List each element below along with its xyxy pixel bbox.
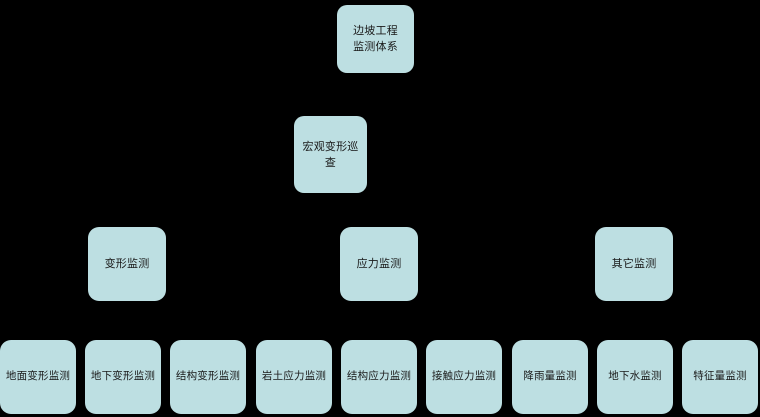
node-stress-monitoring[interactable]: 应力监测 bbox=[340, 227, 418, 301]
node-leaf-rainfall[interactable]: 降雨量监测 bbox=[512, 340, 588, 414]
node-level2-label: 宏观变形巡查 bbox=[302, 139, 359, 169]
node-level3-label-0: 变形监测 bbox=[104, 257, 150, 271]
node-level4-label-5: 接触应力监测 bbox=[431, 370, 497, 383]
node-leaf-structural-stress[interactable]: 结构应力监测 bbox=[341, 340, 417, 414]
node-level4-label-1: 地下变形监测 bbox=[90, 370, 156, 383]
node-leaf-geotechnical-stress[interactable]: 岩土应力监测 bbox=[256, 340, 332, 414]
node-leaf-ground-deformation[interactable]: 地面变形监测 bbox=[0, 340, 76, 414]
node-leaf-contact-stress[interactable]: 接触应力监测 bbox=[426, 340, 502, 414]
node-level4-label-8: 特征量监测 bbox=[693, 370, 747, 383]
node-level4-label-2: 结构变形监测 bbox=[175, 370, 241, 383]
node-leaf-groundwater[interactable]: 地下水监测 bbox=[597, 340, 673, 414]
node-level4-label-6: 降雨量监测 bbox=[523, 370, 577, 383]
node-macro-deformation-inspection[interactable]: 宏观变形巡查 bbox=[294, 116, 367, 193]
node-other-monitoring[interactable]: 其它监测 bbox=[595, 227, 673, 301]
node-deformation-monitoring[interactable]: 变形监测 bbox=[88, 227, 166, 301]
node-root-label: 边坡工程 监测体系 bbox=[353, 24, 398, 53]
node-leaf-subsurface-deformation[interactable]: 地下变形监测 bbox=[85, 340, 161, 414]
node-level4-label-3: 岩土应力监测 bbox=[261, 370, 327, 383]
node-level3-label-1: 应力监测 bbox=[356, 257, 402, 271]
node-level4-label-4: 结构应力监测 bbox=[346, 370, 412, 383]
node-leaf-structural-deformation[interactable]: 结构变形监测 bbox=[170, 340, 246, 414]
node-level4-label-7: 地下水监测 bbox=[608, 370, 662, 383]
node-level3-label-2: 其它监测 bbox=[611, 257, 657, 271]
node-level4-label-0: 地面变形监测 bbox=[5, 370, 71, 383]
node-root[interactable]: 边坡工程 监测体系 bbox=[337, 5, 414, 73]
node-leaf-characteristic-quantity[interactable]: 特征量监测 bbox=[682, 340, 758, 414]
